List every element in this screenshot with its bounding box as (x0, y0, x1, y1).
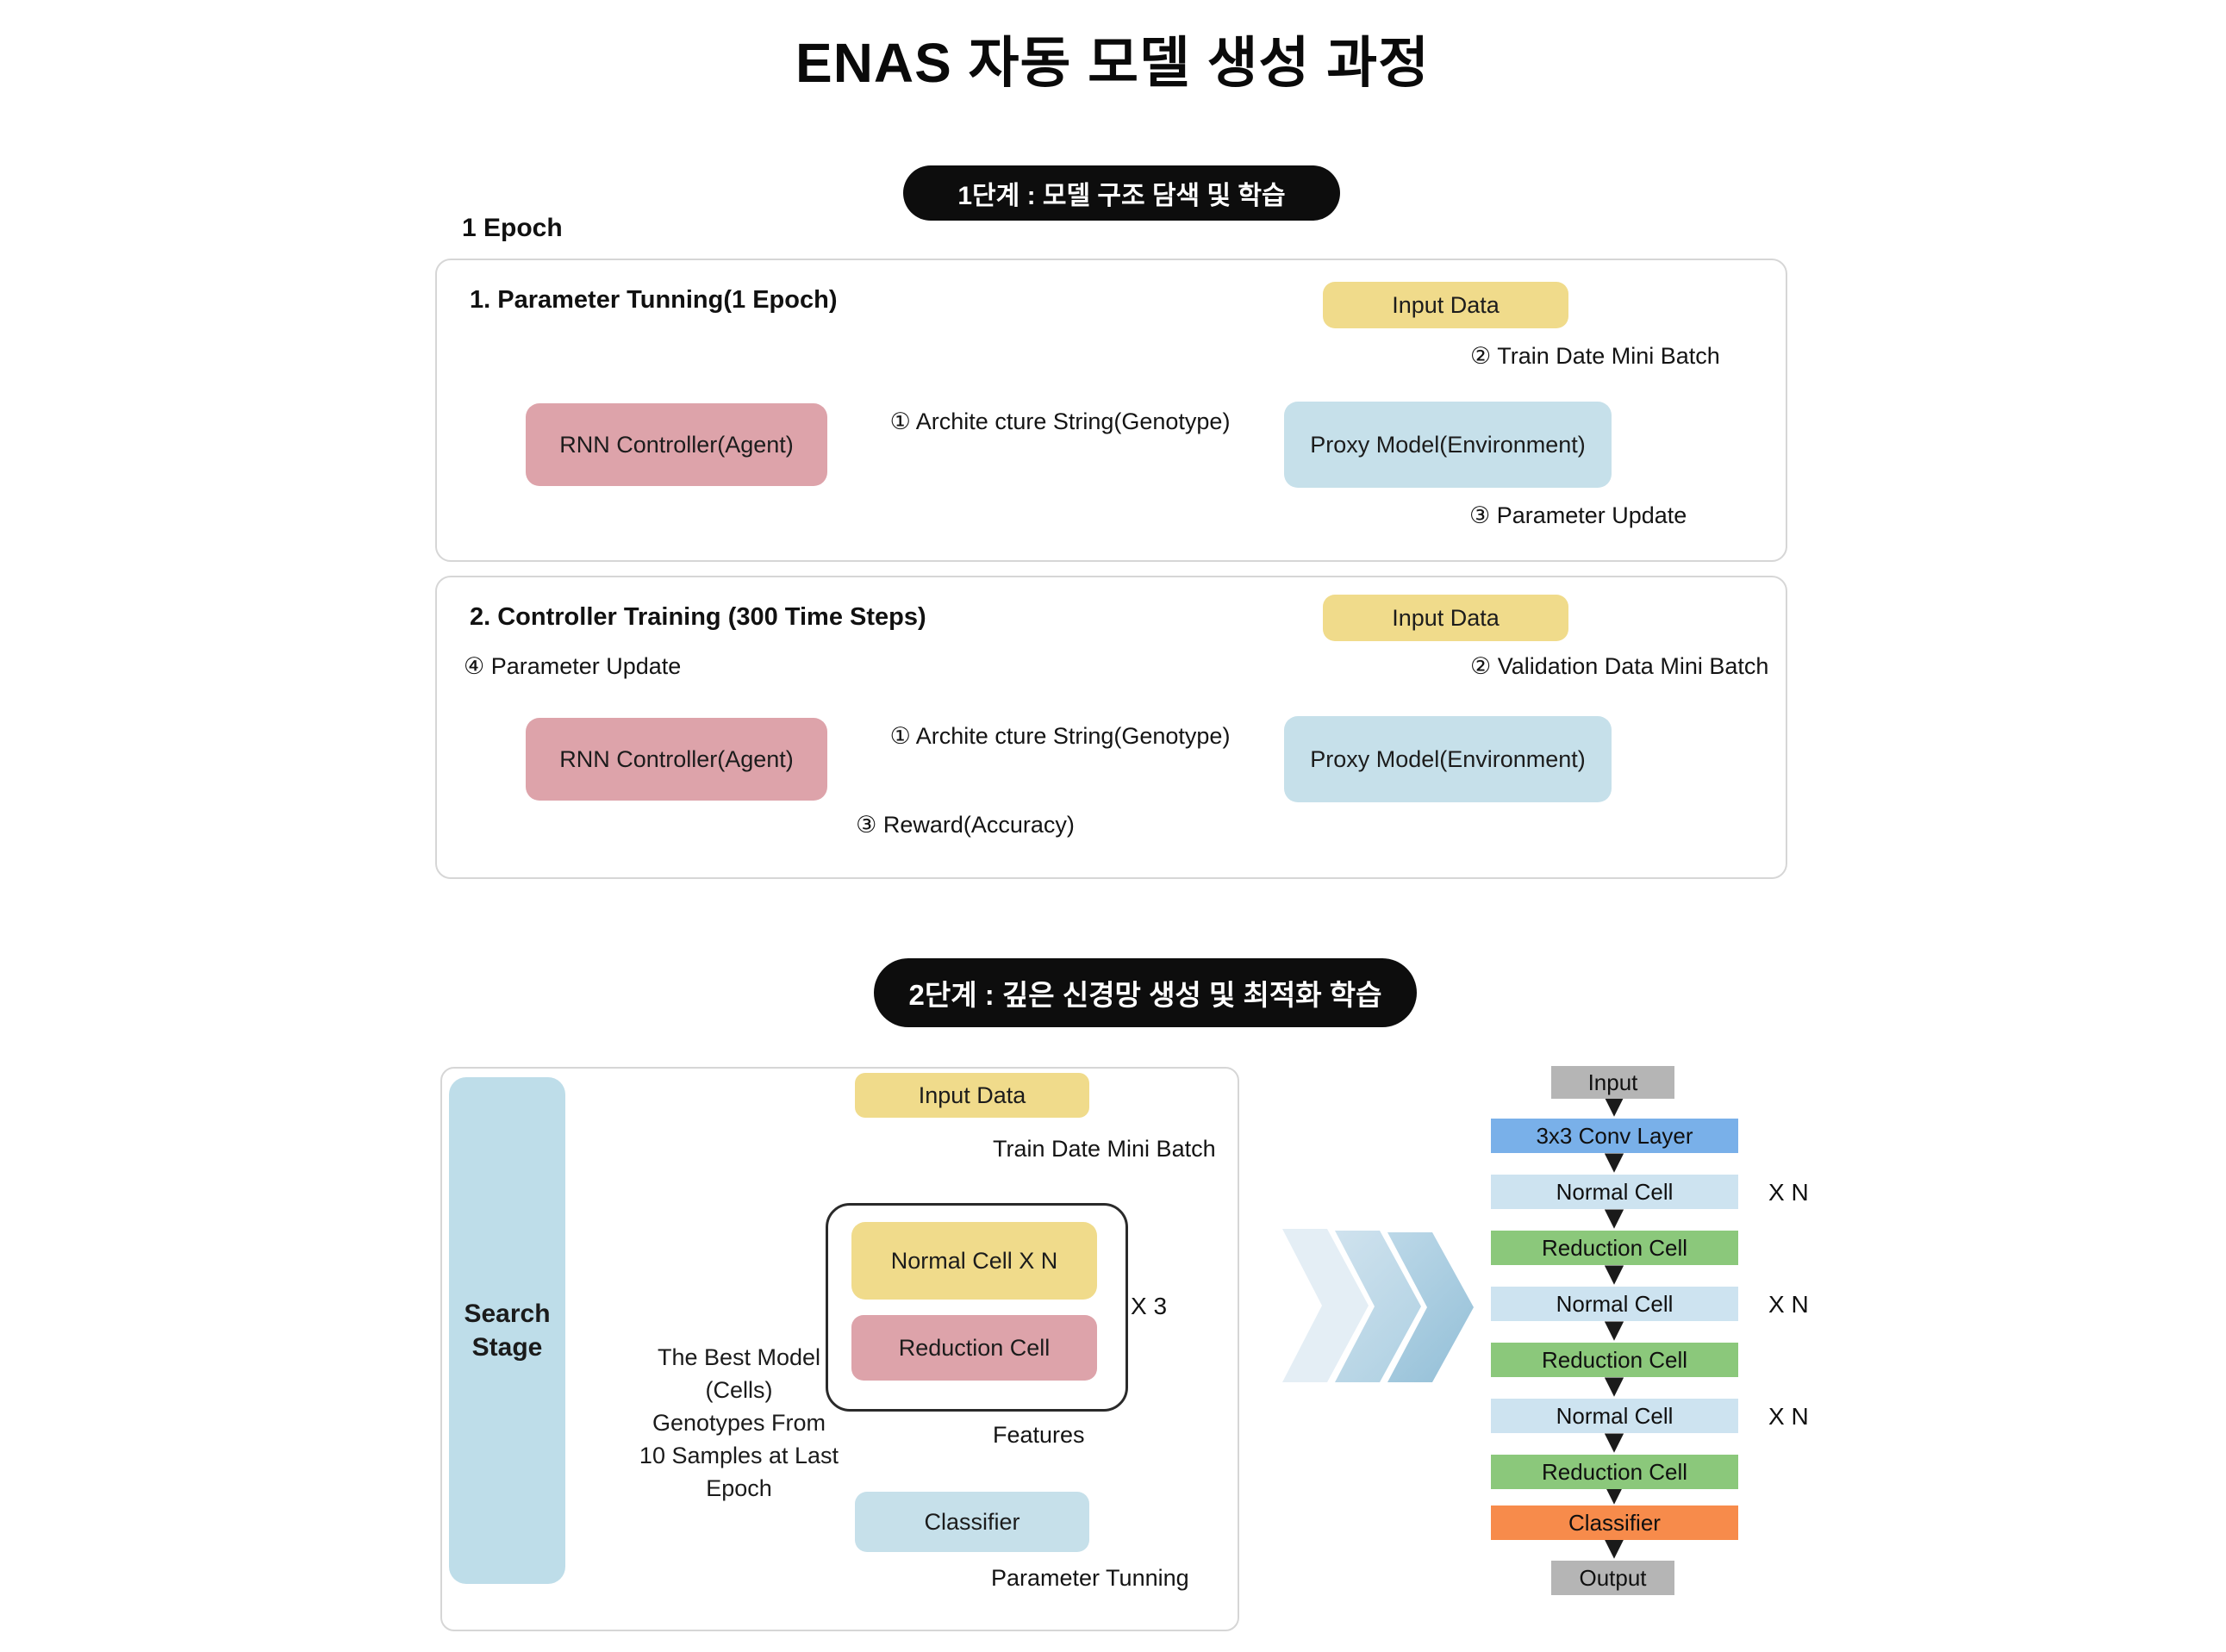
box1-arch-string-label: ① Archite cture String(Genotype) (889, 408, 1231, 434)
box2-heading: 2. Controller Training (300 Time Steps) (470, 603, 926, 631)
epoch-label: 1 Epoch (462, 214, 563, 242)
box2-reward-label: ③ Reward(Accuracy) (856, 812, 1075, 838)
features-label: Features (993, 1422, 1085, 1448)
box2-rnn-controller-node: RNN Controller(Agent) (526, 718, 827, 801)
caption-line-2: (Cells) (705, 1377, 773, 1403)
page-title: ENAS 자동 모델 생성 과정 (795, 32, 1430, 94)
repeat-x3-label: X 3 (1131, 1293, 1168, 1319)
box2-input-data-node: Input Data (1323, 595, 1568, 641)
stage2-classifier-node: Classifier (855, 1492, 1089, 1552)
box1-train-batch-label: ② Train Date Mini Batch (1470, 343, 1720, 369)
stage1-badge: 1단계 : 모델 구조 담색 및 학습 (903, 165, 1340, 221)
box2-arch-string-label: ① Archite cture String(Genotype) (889, 723, 1231, 749)
xn-label-1: X N (1768, 1179, 1809, 1206)
model-row-reduction-cell: Reduction Cell (1491, 1455, 1738, 1489)
caption-line-1: The Best Model (657, 1344, 821, 1370)
box1-param-update-label: ③ Parameter Update (1469, 502, 1687, 528)
search-stage-node: Search Stage (449, 1077, 565, 1584)
model-row-normal-cell: Normal Cell (1491, 1175, 1738, 1209)
model-row-output: Output (1551, 1561, 1674, 1595)
box1-heading: 1. Parameter Tunning(1 Epoch) (470, 286, 838, 314)
xn-label-2: X N (1768, 1291, 1809, 1318)
param-tunning-label: Parameter Tunning (991, 1565, 1189, 1591)
stage2-train-batch-label: Train Date Mini Batch (993, 1136, 1216, 1162)
model-row-conv: 3x3 Conv Layer (1491, 1119, 1738, 1153)
model-row-input: Input (1551, 1066, 1674, 1099)
model-row-normal-cell: Normal Cell (1491, 1287, 1738, 1321)
model-row-classifier: Classifier (1491, 1506, 1738, 1540)
box2-param-update-label: ④ Parameter Update (464, 653, 682, 679)
stage2-input-data-node: Input Data (855, 1073, 1089, 1118)
caption-line-3: Genotypes From (652, 1410, 826, 1436)
stage2-badge: 2단계 : 깊은 신경망 생성 및 최적화 학습 (874, 958, 1417, 1027)
normal-cell-xn-node: Normal Cell X N (851, 1222, 1097, 1300)
model-row-reduction-cell: Reduction Cell (1491, 1231, 1738, 1265)
caption-line-5: Epoch (706, 1475, 772, 1501)
box1-proxy-model-node: Proxy Model(Environment) (1284, 402, 1612, 488)
box2-proxy-model-node: Proxy Model(Environment) (1284, 716, 1612, 802)
box2-validation-batch-label: ② Validation Data Mini Batch (1470, 653, 1769, 679)
model-row-normal-cell: Normal Cell (1491, 1399, 1738, 1433)
caption-line-4: 10 Samples at Last (639, 1443, 839, 1468)
model-row-reduction-cell: Reduction Cell (1491, 1343, 1738, 1377)
box1-rnn-controller-node: RNN Controller(Agent) (526, 403, 827, 486)
xn-label-3: X N (1768, 1403, 1809, 1430)
box1-input-data-node: Input Data (1323, 282, 1568, 328)
best-model-caption: The Best Model (Cells) Genotypes From 10… (595, 1341, 883, 1505)
reduction-cell-node: Reduction Cell (851, 1315, 1097, 1381)
